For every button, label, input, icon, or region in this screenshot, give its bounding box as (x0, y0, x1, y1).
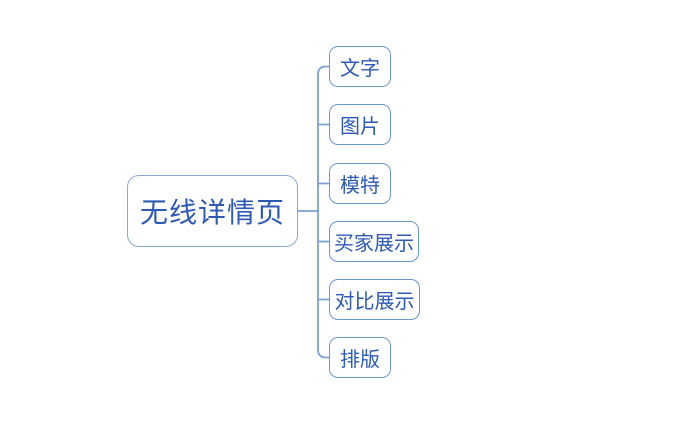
node-compare-show-label: 对比展示 (334, 291, 415, 313)
node-text-label: 文字 (340, 58, 380, 80)
node-buyer-show-label: 买家展示 (334, 233, 414, 255)
node-compare-show[interactable]: 对比展示 (329, 279, 420, 320)
node-image-label: 图片 (340, 116, 380, 138)
node-image[interactable]: 图片 (329, 104, 391, 145)
node-root[interactable]: 无线详情页 (127, 175, 298, 247)
node-text[interactable]: 文字 (329, 46, 391, 87)
node-model[interactable]: 模特 (329, 163, 391, 204)
node-layout[interactable]: 排版 (329, 337, 391, 378)
node-layout-label: 排版 (340, 349, 380, 371)
node-buyer-show[interactable]: 买家展示 (329, 221, 419, 262)
node-model-label: 模特 (340, 175, 380, 197)
node-root-label: 无线详情页 (139, 198, 285, 229)
trunk-line (317, 65, 331, 359)
